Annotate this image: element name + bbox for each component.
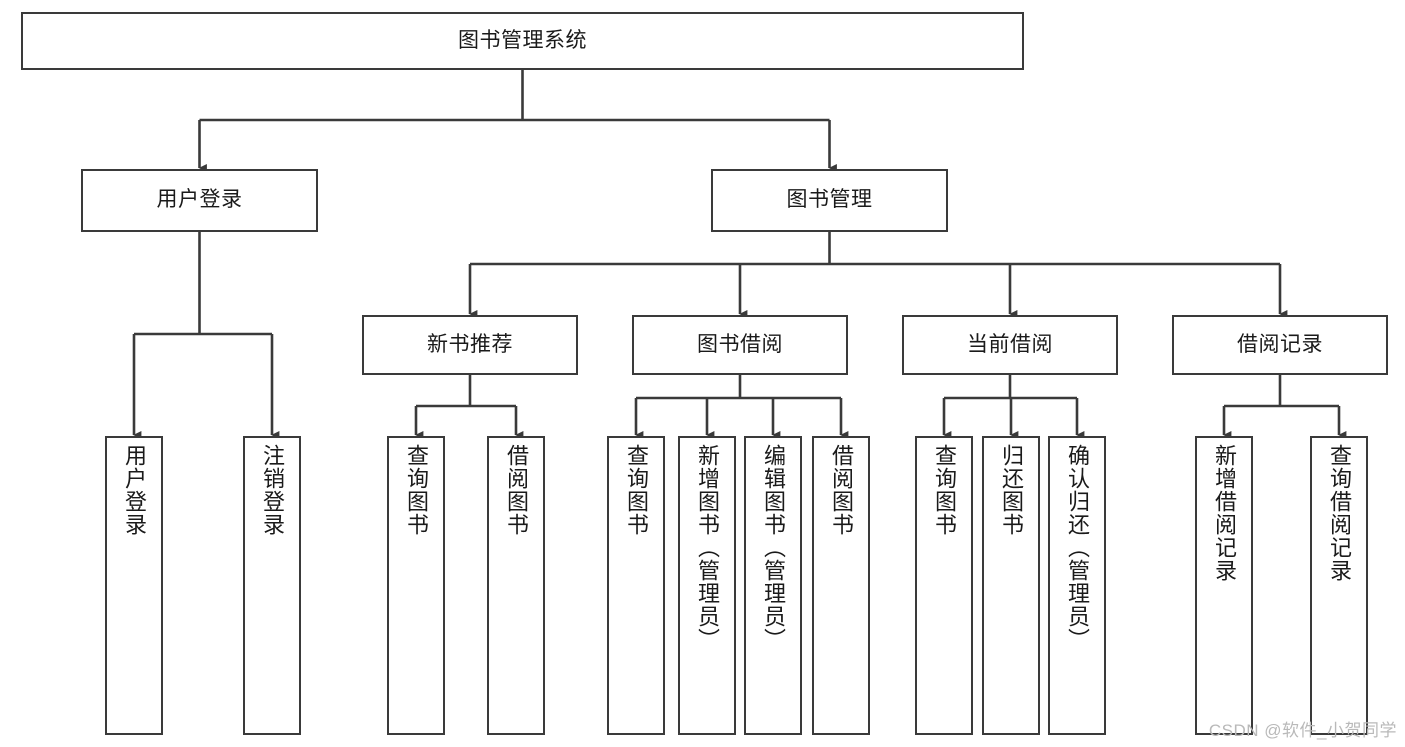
node-leaf-new-query[interactable]: 查询图书 [387,436,445,735]
node-label: 归还图书 [999,444,1024,536]
node-leaf-user-login[interactable]: 用户登录 [105,436,163,735]
node-leaf-rec-add[interactable]: 新增借阅记录 [1195,436,1253,735]
node-label: 新增借阅记录 [1212,444,1237,582]
node-current[interactable]: 当前借阅 [902,315,1118,375]
node-label: 用户登录 [122,444,147,536]
node-leaf-rec-query[interactable]: 查询借阅记录 [1310,436,1368,735]
node-label: 图书管理系统 [458,28,587,52]
node-label: 图书管理 [786,188,873,212]
node-label: 新书推荐 [427,332,513,356]
node-label: 编辑图书（管理员） [761,444,786,651]
node-label: 当前借阅 [967,332,1053,356]
node-leaf-cu-query[interactable]: 查询图书 [915,436,973,735]
node-leaf-bo-edit[interactable]: 编辑图书（管理员） [744,436,802,735]
node-label: 查询图书 [624,444,649,536]
node-label: 注销登录 [260,444,285,536]
node-bookmgmt[interactable]: 图书管理 [711,169,948,232]
node-label: 借阅记录 [1237,332,1323,356]
node-leaf-user-logout[interactable]: 注销登录 [243,436,301,735]
node-leaf-cu-return[interactable]: 归还图书 [982,436,1040,735]
node-newbook[interactable]: 新书推荐 [362,315,578,375]
node-leaf-bo-add[interactable]: 新增图书（管理员） [678,436,736,735]
node-label: 查询图书 [932,444,957,536]
node-leaf-bo-query[interactable]: 查询图书 [607,436,665,735]
node-label: 新增图书（管理员） [695,444,720,651]
node-label: 图书借阅 [697,332,783,356]
node-leaf-cu-confirm[interactable]: 确认归还（管理员） [1048,436,1106,735]
node-label: 借阅图书 [504,444,529,536]
node-records[interactable]: 借阅记录 [1172,315,1388,375]
node-login[interactable]: 用户登录 [81,169,318,232]
node-label: 查询借阅记录 [1327,444,1352,582]
node-label: 用户登录 [156,188,243,212]
node-root[interactable]: 图书管理系统 [21,12,1024,70]
watermark-text: CSDN @软件_小贺同学 [1208,721,1397,740]
node-label: 确认归还（管理员） [1065,444,1090,651]
node-label: 查询图书 [404,444,429,536]
node-leaf-bo-borrow[interactable]: 借阅图书 [812,436,870,735]
node-label: 借阅图书 [829,444,854,536]
node-borrow[interactable]: 图书借阅 [632,315,848,375]
node-leaf-new-borrow[interactable]: 借阅图书 [487,436,545,735]
